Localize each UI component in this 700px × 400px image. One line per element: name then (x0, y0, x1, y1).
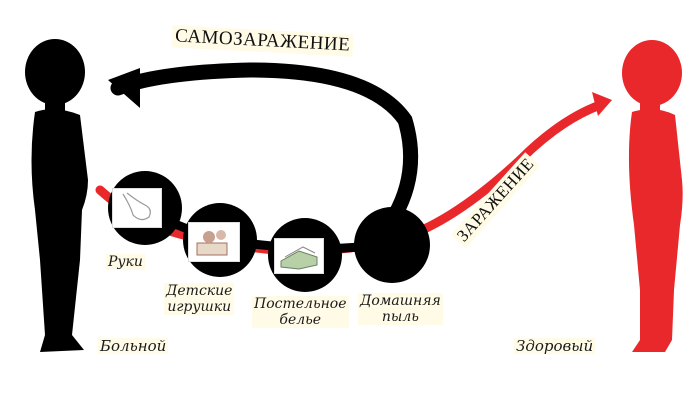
toys-icon (188, 222, 240, 262)
healthy-child-silhouette (622, 40, 683, 352)
label-sick: Больной (98, 337, 169, 355)
label-dust: Домашняя пыль (358, 293, 443, 325)
label-bedding: Постельное белье (252, 296, 349, 328)
infection-arrowhead (592, 92, 612, 116)
hand-icon (112, 188, 162, 228)
self-infection-arrowhead (108, 68, 140, 108)
self-infection-arrow (110, 62, 419, 223)
vector-circle-dust (354, 207, 430, 283)
bedding-icon (274, 238, 324, 274)
label-hands: Руки (106, 254, 145, 270)
label-toys: Детские игрушки (164, 283, 235, 315)
label-healthy: Здоровый (514, 337, 596, 355)
sick-child-silhouette (25, 39, 88, 352)
